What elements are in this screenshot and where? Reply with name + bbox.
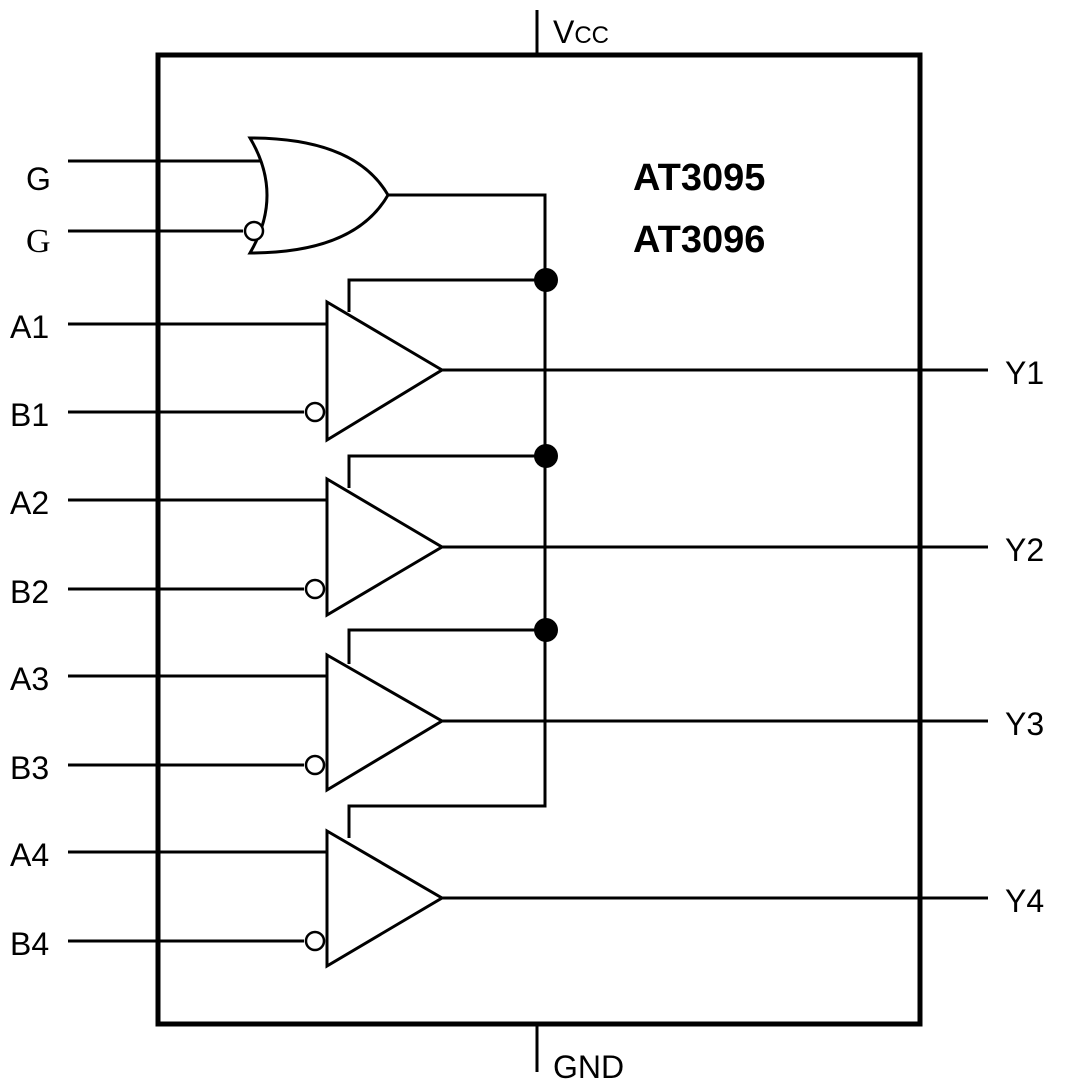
package-outline bbox=[155, 52, 923, 1027]
input-a1-label: A1 bbox=[10, 309, 49, 345]
inversion-bubble bbox=[243, 220, 265, 242]
input-b4-label: B4 bbox=[10, 926, 49, 962]
inversion-bubble bbox=[304, 578, 326, 600]
output-y4-label: Y4 bbox=[1005, 883, 1044, 919]
channel-2-buffer bbox=[68, 454, 988, 618]
input-a3-label: A3 bbox=[10, 661, 49, 697]
vcc-label: VCC bbox=[553, 14, 609, 50]
enable-label-g: G bbox=[26, 161, 51, 197]
output-y3-label: Y3 bbox=[1005, 706, 1044, 742]
channel-1-buffer bbox=[68, 278, 988, 443]
gnd-label: GND bbox=[553, 1049, 624, 1085]
part-number-2: AT3096 bbox=[633, 219, 765, 261]
inversion-bubble bbox=[304, 401, 326, 423]
inversion-bubble bbox=[304, 754, 326, 776]
enable-bus bbox=[347, 193, 547, 838]
channel-3-buffer bbox=[68, 628, 988, 793]
output-y1-label: Y1 bbox=[1005, 355, 1044, 391]
inversion-bubble bbox=[304, 930, 326, 952]
input-b3-label: B3 bbox=[10, 750, 49, 786]
input-a2-label: A2 bbox=[10, 485, 49, 521]
input-a4-label: A4 bbox=[10, 837, 49, 873]
input-b1-label: B1 bbox=[10, 397, 49, 433]
input-b2-label: B2 bbox=[10, 574, 49, 610]
output-y2-label: Y2 bbox=[1005, 532, 1044, 568]
part-number-1: AT3095 bbox=[633, 157, 765, 199]
channel-4-buffer bbox=[68, 828, 988, 969]
enable-label-g-bar: G bbox=[26, 223, 51, 260]
enable-or-gate bbox=[68, 136, 547, 838]
